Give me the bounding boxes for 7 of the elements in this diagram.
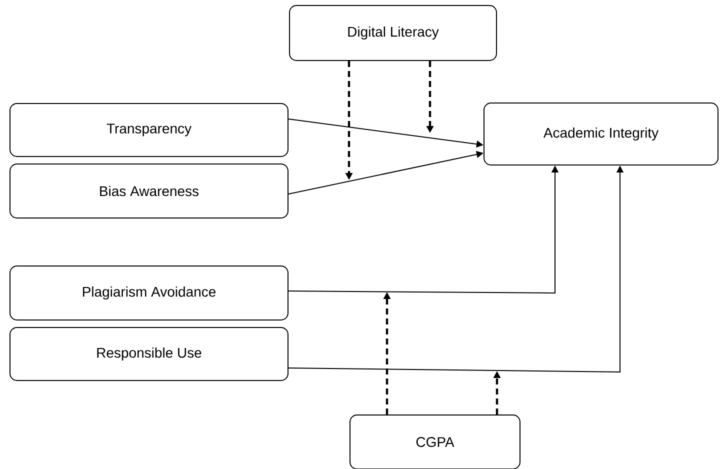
box: Academic Integrity [484,102,718,166]
box: Bias Awareness [10,164,288,218]
box: Plagiarism Avoidance [10,266,288,320]
box: Transparency [10,103,288,157]
box: Digital Literacy [289,5,497,61]
box: CGPA [350,414,520,469]
box: Responsible Use [10,327,288,381]
